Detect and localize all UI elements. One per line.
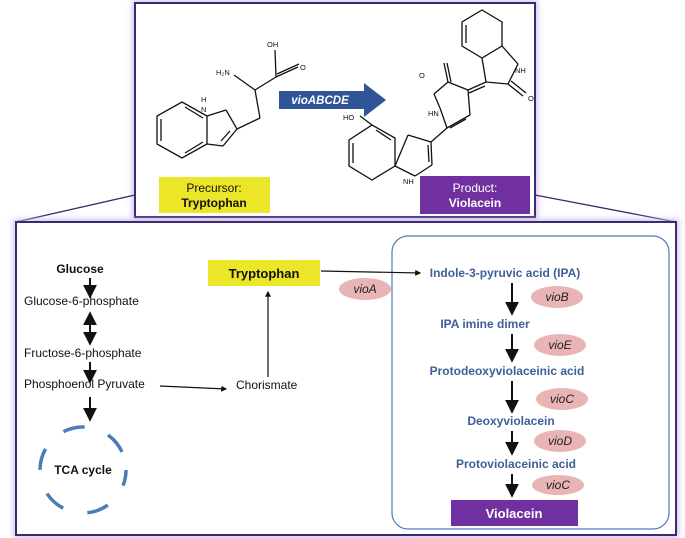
violacein-box [451,500,578,526]
enzyme-vioA-label: vioA [353,282,376,296]
lactam-oxygen-label: O [528,94,534,103]
pyrrolone-oxygen-label: O [419,71,425,80]
carbonyl-oxygen-label: O [300,63,306,72]
tryptophan-atom-labels: OH O H₂N H N [201,40,306,114]
violacein-label: Violacein [486,506,543,521]
g6p-label: Glucose-6-phosphate [24,294,139,308]
amine-label: H₂N [216,68,230,77]
tryptophan-structure [156,49,300,159]
glucose-label: Glucose [56,262,104,276]
enzyme-vioA [339,278,391,300]
pep-label: Phosphoenol Pyruvate [24,377,145,391]
vioabcde-label: vioABCDE [291,95,349,107]
violacein-structure [348,9,527,181]
enzyme-vioD [534,430,586,452]
tca-cycle-circle [38,425,128,515]
enzyme-vioB-label: vioB [545,290,568,304]
precursor-name: Tryptophan [181,196,246,210]
tca-cycle-label: TCA cycle [54,463,112,477]
vioabcde-arrow: vioABCDE [279,83,386,117]
enzyme-vioC-2-label: vioC [546,478,570,492]
zoom-connectors [15,194,677,223]
tryptophan-box [208,260,320,286]
ring-n-label: N [201,105,206,114]
enzyme-vioC-1-label: vioC [550,392,574,406]
enzyme-vioE [534,334,586,356]
violacein-pathway: Indole-3-pyruvic acid (IPA) IPA imine di… [430,266,585,526]
deoxy-label: Deoxyviolacein [467,414,554,428]
protoviol-label: Protoviolaceinic acid [456,457,576,471]
enzyme-vioC-2 [532,475,584,495]
product-name: Violacein [449,196,501,210]
enzyme-vioB [531,286,583,308]
hydroxyl-label: OH [267,40,278,49]
product-box: Product: Violacein [420,176,530,214]
chorismate-label: Chorismate [236,378,298,392]
precursor-box: Precursor: Tryptophan [159,177,270,213]
violacein-atom-labels: HO O O NH HN NH [343,66,534,186]
enzyme-vioE-label: vioE [548,338,572,352]
enzyme-vioC-1 [536,388,588,410]
tryptophan-label: Tryptophan [229,266,300,281]
lactam-nh-label: NH [515,66,526,75]
ipa-dimer-label: IPA imine dimer [440,317,530,331]
tryptophan-ipa-arrow [320,269,422,276]
violacein-operon-box [391,235,670,530]
pep-chorismate-arrow [159,385,228,392]
ipa-label: Indole-3-pyruvic acid (IPA) [430,266,580,280]
indole-nh-label: NH [403,177,414,186]
product-label: Product: [453,181,498,195]
pyrrolone-hn-label: HN [428,109,439,118]
f6p-label: Fructose-6-phosphate [24,346,142,360]
ho-label: HO [343,113,354,122]
enzymes: vioA vioB vioE vioC vioD vioC [339,278,588,495]
protodeoxy-label: Protodeoxyviolaceinic acid [430,364,585,378]
enzyme-vioD-label: vioD [548,434,572,448]
ring-h-label: H [201,95,206,104]
glycolysis-pathway: Glucose Glucose-6-phosphate Fructose-6-p… [24,260,422,515]
precursor-label: Precursor: [186,181,241,195]
